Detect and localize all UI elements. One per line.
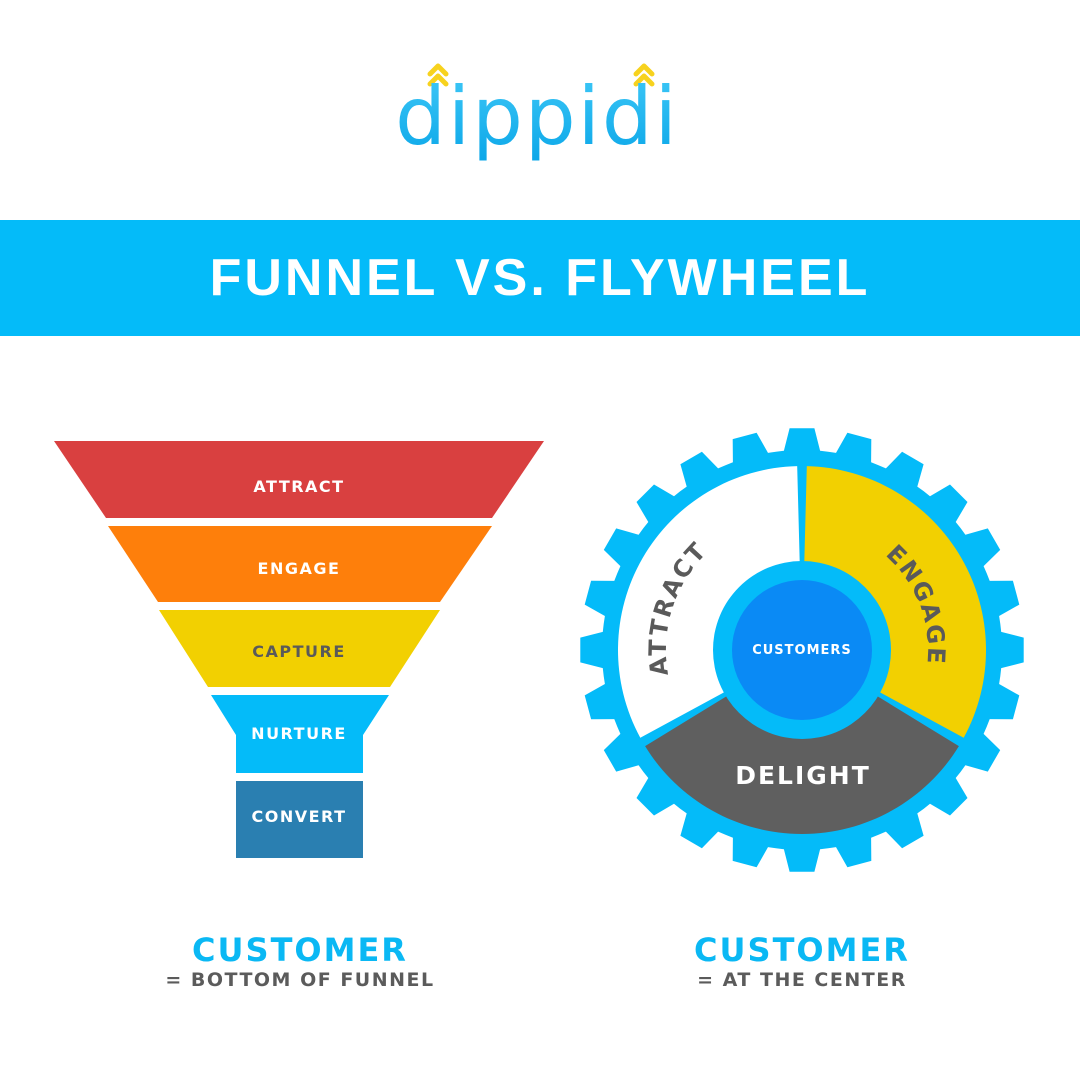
- funnel-stage-label: CONVERT: [251, 807, 346, 826]
- funnel-stage-attract: ATTRACT: [54, 441, 544, 518]
- funnel-stage-engage: ENGAGE: [108, 526, 492, 602]
- funnel-stage-label: ENGAGE: [258, 559, 341, 578]
- flywheel-segment-attract: [618, 466, 800, 738]
- customers-label: CUSTOMERS: [752, 643, 852, 658]
- title-banner: FUNNEL VS. FLYWHEEL: [0, 220, 1080, 336]
- flywheel-caption-subtitle: = AT THE CENTER: [697, 969, 907, 991]
- flywheel-caption: CUSTOMER = AT THE CENTER: [642, 932, 962, 992]
- flywheel-segment-engage: [804, 466, 987, 738]
- up-chevrons-icon: [427, 63, 655, 87]
- flywheel-segment-delight: [645, 695, 959, 834]
- funnel-caption-title: CUSTOMER: [192, 931, 408, 969]
- flywheel-caption-title: CUSTOMER: [694, 931, 910, 969]
- funnel-caption: CUSTOMER = BOTTOM OF FUNNEL: [140, 932, 460, 992]
- funnel-caption-subtitle: = BOTTOM OF FUNNEL: [165, 969, 435, 991]
- funnel-stage-nurture: NURTURE: [211, 695, 389, 773]
- customers-hub: [732, 580, 872, 720]
- funnel-stage-label: ATTRACT: [253, 477, 344, 496]
- funnel-stage-capture: CAPTURE: [159, 610, 440, 687]
- page-title: FUNNEL VS. FLYWHEEL: [209, 249, 871, 307]
- funnel-stage-label: CAPTURE: [252, 642, 346, 661]
- dippidi-logo: dippidi: [395, 63, 679, 163]
- funnel-stage-convert: CONVERT: [236, 781, 363, 858]
- funnel-stage-label: NURTURE: [251, 724, 347, 743]
- logo-text: dippidi: [395, 70, 679, 163]
- flywheel-label-delight: DELIGHT: [735, 761, 871, 790]
